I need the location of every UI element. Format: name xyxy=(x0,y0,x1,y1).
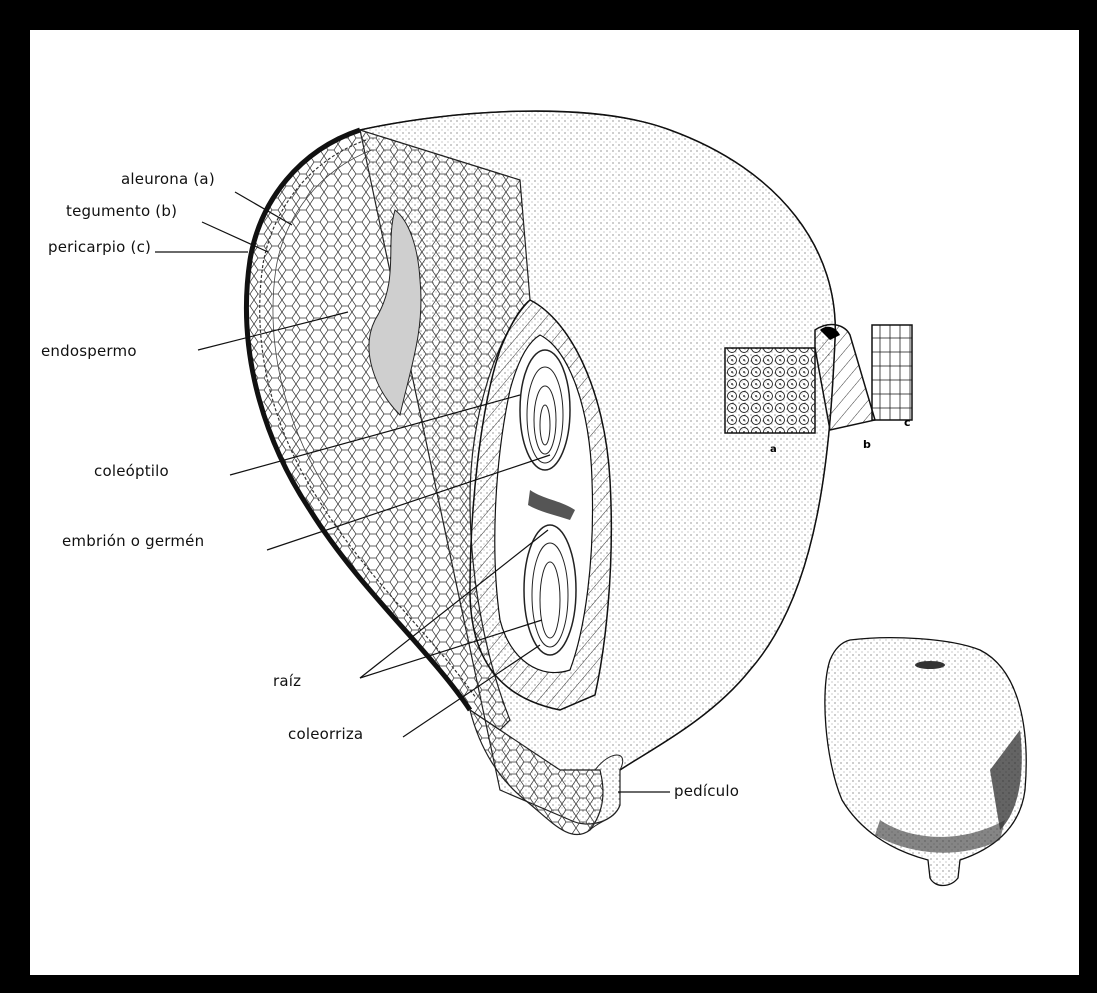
inset-label-b: b xyxy=(863,438,871,451)
label-raiz: raíz xyxy=(273,672,301,690)
image-frame: a b c xyxy=(6,6,1091,987)
label-embrion: embrión o germén xyxy=(62,532,204,550)
label-aleurona: aleurona (a) xyxy=(121,170,215,188)
label-tegumento: tegumento (b) xyxy=(66,202,177,220)
label-pericarpio: pericarpio (c) xyxy=(48,238,151,256)
label-endospermo: endospermo xyxy=(41,342,137,360)
label-coleorriza: coleorriza xyxy=(288,725,363,743)
whole-kernel-view xyxy=(825,638,1026,886)
inset-label-c: c xyxy=(904,416,911,429)
label-pediculo: pedículo xyxy=(674,782,739,800)
inset-label-a: a xyxy=(770,444,777,455)
label-coleoptilo: coleóptilo xyxy=(94,462,169,480)
diagram-canvas: a b c xyxy=(30,30,1079,975)
